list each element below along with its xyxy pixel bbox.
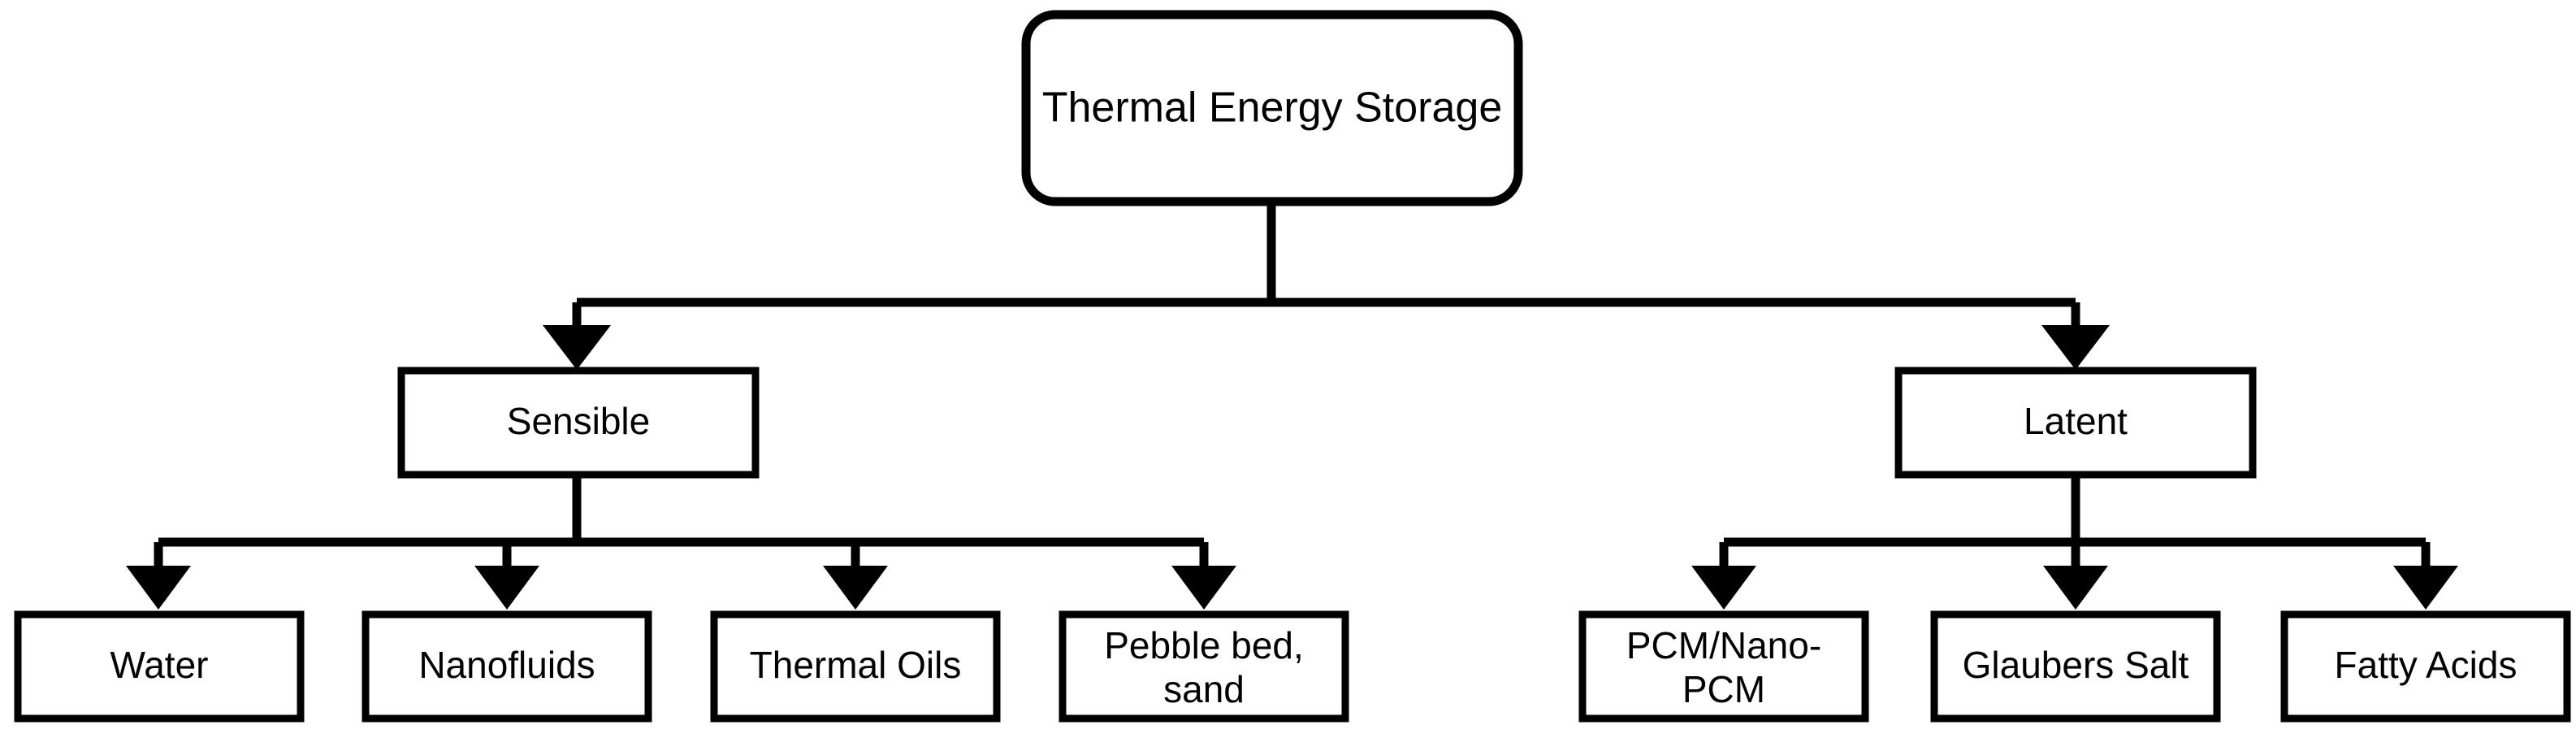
node-glaubers-salt-box[interactable]	[1930, 610, 2221, 723]
node-water-box[interactable]	[14, 610, 305, 723]
arrowhead-to-latent	[2041, 325, 2110, 370]
node-nanofluids-box[interactable]	[362, 610, 652, 723]
node-glaubers-salt[interactable]: Glaubers Salt	[1930, 610, 2221, 723]
arrowhead-to-sensible	[543, 325, 611, 370]
arrowhead-to-nanofluids	[474, 566, 539, 610]
node-pcm-nano-pcm-box[interactable]	[1578, 610, 1869, 723]
node-nanofluids[interactable]: Nanofluids	[362, 610, 652, 723]
node-thermal-energy-storage-label: Thermal Energy Storage	[1042, 85, 1503, 132]
node-pcm-nano-pcm-label-line2: PCM	[1682, 668, 1765, 710]
node-nanofluids-label: Nanofluids	[418, 644, 595, 686]
node-thermal-oils-box[interactable]	[710, 610, 1001, 723]
arrowhead-to-pcm-nano-pcm	[1691, 566, 1756, 610]
node-glaubers-salt-label: Glaubers Salt	[1963, 644, 2189, 686]
node-fatty-acids-box[interactable]	[2280, 610, 2571, 723]
node-sensible-box[interactable]	[397, 367, 760, 479]
node-thermal-oils-label: Thermal Oils	[750, 644, 962, 686]
edge-group-sensible-to-children	[126, 478, 1236, 610]
node-latent-label: Latent	[2024, 400, 2128, 442]
arrowhead-to-thermal-oils	[823, 566, 888, 610]
arrowhead-to-fatty-acids	[2393, 566, 2458, 610]
edge-group-latent-to-children	[1691, 478, 2458, 610]
node-water-label: Water	[110, 644, 209, 686]
node-latent[interactable]: Latent	[1894, 367, 2257, 479]
node-pebble-bed-sand-label-line1: Pebble bed,	[1104, 624, 1304, 666]
node-pcm-nano-pcm-label-line1: PCM/Nano-	[1626, 624, 1821, 666]
node-water[interactable]: Water	[14, 610, 305, 723]
edge-group-root-to-level2	[543, 202, 2110, 370]
node-sensible-label: Sensible	[507, 400, 650, 442]
node-latent-box[interactable]	[1894, 367, 2257, 479]
node-pebble-bed-sand[interactable]: Pebble bed, sand	[1059, 610, 1349, 723]
node-sensible[interactable]: Sensible	[397, 367, 760, 479]
node-pebble-bed-sand-box[interactable]	[1059, 610, 1349, 723]
node-pcm-nano-pcm[interactable]: PCM/Nano- PCM	[1578, 610, 1869, 723]
arrowhead-to-glaubers-salt	[2043, 566, 2108, 610]
node-pebble-bed-sand-label-line2: sand	[1163, 668, 1245, 710]
node-thermal-oils[interactable]: Thermal Oils	[710, 610, 1001, 723]
node-thermal-energy-storage[interactable]: Thermal Energy Storage	[1021, 10, 1523, 206]
node-fatty-acids-label: Fatty Acids	[2335, 644, 2518, 686]
node-thermal-energy-storage-box[interactable]	[1021, 10, 1523, 206]
arrowhead-to-pebble-bed	[1171, 566, 1236, 610]
arrowhead-to-water	[126, 566, 191, 610]
node-fatty-acids[interactable]: Fatty Acids	[2280, 610, 2571, 723]
